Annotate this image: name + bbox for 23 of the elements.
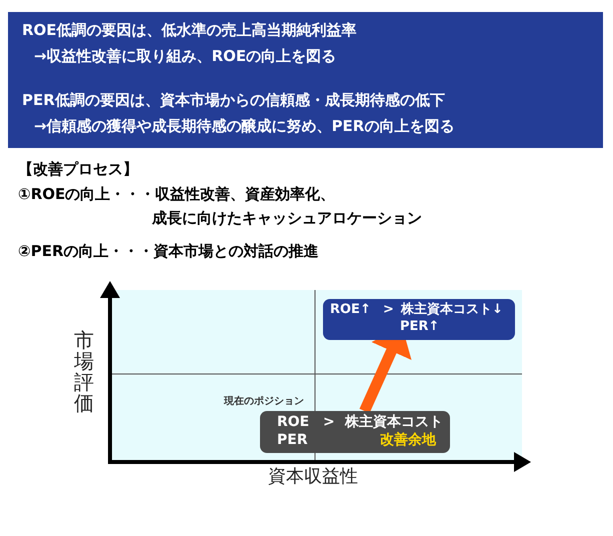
position-label: 現在のポジション: [224, 396, 304, 408]
banner-text: PER低調の要因は、資本市場からの信頼感・成長期待感の低下: [22, 92, 445, 110]
axis-label: 市場評価: [74, 330, 95, 414]
box-text: >: [323, 414, 335, 430]
box-text: PER↑: [400, 320, 440, 335]
banner-text: →収益性改善に取り組み、ROEの向上を図る: [34, 48, 336, 66]
box-text: PER: [277, 432, 308, 448]
box-text: ROE: [277, 414, 310, 430]
box-text: 改善余地: [380, 432, 436, 448]
list-item: ②PERの向上・・・資本市場との対話の推進: [18, 243, 318, 260]
banner: [8, 12, 603, 148]
banner-text: →信頼感の獲得や成長期待感の醸成に努め、PERの向上を図る: [34, 118, 454, 136]
box-text: 株主資本コスト↓: [401, 303, 503, 318]
list-item: 成長に向けたキャッシュアロケーション: [152, 210, 422, 228]
target-box: [323, 299, 515, 340]
box-text: ROE↑: [330, 303, 371, 318]
axis-label: 資本収益性: [268, 467, 358, 488]
box-text: >: [383, 303, 394, 318]
box-text: 株主資本コスト: [345, 414, 443, 430]
position-box: [260, 411, 450, 453]
list-item: ①ROEの向上・・・収益性改善、資産効率化、: [18, 186, 336, 204]
banner-text: ROE低調の要因は、低水準の売上高当期純利益率: [22, 22, 357, 40]
heading: 【改善プロセス】: [18, 161, 138, 178]
